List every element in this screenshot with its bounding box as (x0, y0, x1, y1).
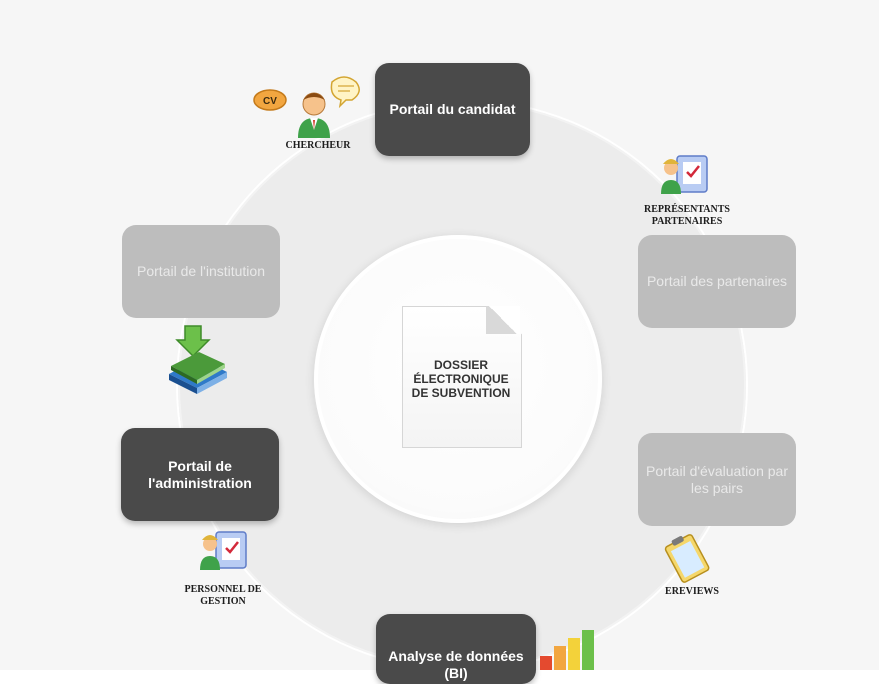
portal-evaluation[interactable]: Portail d'évaluation par les pairs (638, 433, 796, 526)
diagram-canvas: DOSSIER ÉLECTRONIQUE DE SUBVENTION Porta… (121, 63, 796, 684)
clipboard-icon (664, 534, 710, 583)
researcher-avatar-icon: CV (253, 76, 360, 138)
center-title: DOSSIER ÉLECTRONIQUE DE SUBVENTION (404, 358, 518, 400)
cv-badge: CV (263, 96, 277, 107)
representants-label: REPRÉSENTANTS PARTENAIRES (644, 204, 730, 227)
portal-institution[interactable]: Portail de l'institution (122, 225, 280, 318)
portal-partenaires-label: Portail des partenaires (646, 273, 788, 289)
center-line-1: DOSSIER (433, 358, 488, 372)
portal-analyse-label: Analyse de données (BI) (388, 648, 524, 681)
center-line-3: DE SUBVENTION (411, 386, 511, 400)
partner-checklist-icon (661, 155, 708, 194)
portal-partenaires[interactable]: Portail des partenaires (638, 235, 796, 328)
portal-administration-label: Portail de l'administration (148, 457, 252, 491)
portal-analyse[interactable]: Analyse de données (BI) (376, 614, 536, 684)
portal-administration[interactable]: Portail de l'administration (121, 428, 279, 521)
portal-candidat-label: Portail du candidat (389, 101, 516, 117)
portal-evaluation-label: Portail d'évaluation par les pairs (646, 462, 788, 496)
personnel-label: PERSONNEL DE GESTION (184, 584, 262, 607)
document-fold (486, 306, 520, 334)
staff-checklist-icon (200, 531, 247, 570)
portal-institution-label: Portail de l'institution (137, 263, 265, 279)
chercheur-label: CHERCHEUR (285, 140, 351, 151)
ereviews-label: EREVIEWS (665, 586, 719, 597)
center-line-2: ÉLECTRONIQUE (413, 372, 509, 386)
bar-chart-icon (540, 630, 594, 670)
portal-candidat[interactable]: Portail du candidat (375, 63, 530, 156)
books-download-icon (169, 325, 227, 394)
